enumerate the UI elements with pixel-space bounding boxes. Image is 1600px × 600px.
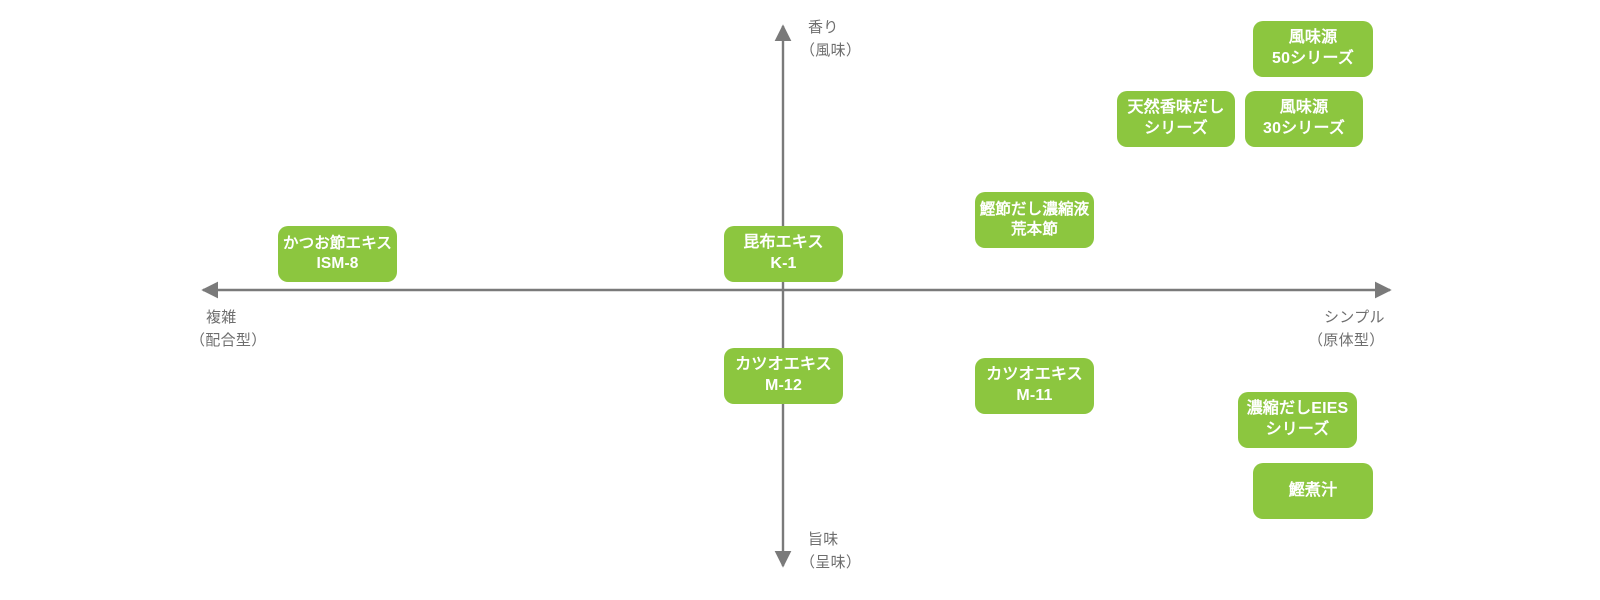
item-chip-label-line2: M-11 <box>1016 387 1053 404</box>
item-chip-label-line2: 50シリーズ <box>1272 50 1354 67</box>
item-chip-label-line2: K-1 <box>770 255 797 272</box>
item-chip-katsuobushi-dashi-nosyukueki[interactable]: 鰹節だし濃縮液荒本節 <box>975 192 1094 248</box>
item-chip-label-line2: シリーズ <box>1144 120 1208 137</box>
item-chip-label-line2: M-12 <box>764 377 803 394</box>
item-chip-katsuo-extract-m11[interactable]: カツオエキス M-11 <box>975 358 1094 414</box>
item-chip-label-line1: 天然香味だし <box>1127 99 1225 117</box>
item-chip-katsuobushi-extract-ism8[interactable]: かつお節エキス ISM-8 <box>278 226 397 282</box>
item-chip-label-line1: 風味源 <box>1288 29 1338 47</box>
item-chip-label-line1: 鰹煮汁 <box>1288 481 1338 499</box>
axis-label-right-line1: シンプル <box>1324 309 1385 326</box>
item-chip-label-line1: 濃縮だしEIES <box>1246 400 1349 418</box>
item-chip-katsuo-nijiru[interactable]: 鰹煮汁 <box>1253 463 1373 519</box>
item-chip-nosyuku-dashi-eies[interactable]: 濃縮だしEIES シリーズ <box>1238 392 1357 448</box>
item-chip-label-line1: かつお節エキス <box>282 234 393 252</box>
item-chip-label-line1: カツオエキス <box>986 366 1083 384</box>
item-chip-label-line2: シリーズ <box>1265 421 1330 438</box>
item-chip-label-line1: 鰹節だし濃縮液 <box>979 200 1090 218</box>
axis-label-left-line1: 複雑 <box>206 309 237 326</box>
axis-label-bottom-line2: （呈味） <box>800 554 862 572</box>
axis-label-top-line1: 香り <box>808 19 839 36</box>
axis-label-top-line2: （風味） <box>800 42 862 60</box>
item-chip-fumigen-50[interactable]: 風味源 50シリーズ <box>1253 21 1373 77</box>
item-chip-konbu-extract-k1[interactable]: 昆布エキス K-1 <box>724 226 843 282</box>
axis-label-right-line2: （原体型） <box>1308 332 1385 350</box>
item-chip-label-line1: 昆布エキス <box>743 234 824 252</box>
axis-label-top: 香り （風味） <box>800 16 861 63</box>
item-chip-tennen-koumi-dashi[interactable]: 天然香味だしシリーズ <box>1117 91 1235 147</box>
axis-label-left: 複雑 （配合型） <box>190 306 267 353</box>
item-chip-label-line2: 30シリーズ <box>1263 120 1345 137</box>
item-chip-katsuo-extract-m12[interactable]: カツオエキス M-12 <box>724 348 843 404</box>
axis-label-bottom-line1: 旨味 <box>808 531 839 548</box>
axis-label-right: シンプル （原体型） <box>1308 306 1385 353</box>
axis-label-bottom: 旨味 （呈味） <box>800 528 861 575</box>
item-chip-label-line1: 風味源 <box>1279 99 1329 117</box>
item-chip-label-line1: カツオエキス <box>735 356 832 374</box>
item-chip-label-line2: ISM-8 <box>316 255 359 272</box>
axis-label-left-line2: （配合型） <box>190 332 267 350</box>
item-chip-label-line2: 荒本節 <box>1011 221 1058 238</box>
item-chip-fumigen-30[interactable]: 風味源 30シリーズ <box>1245 91 1363 147</box>
